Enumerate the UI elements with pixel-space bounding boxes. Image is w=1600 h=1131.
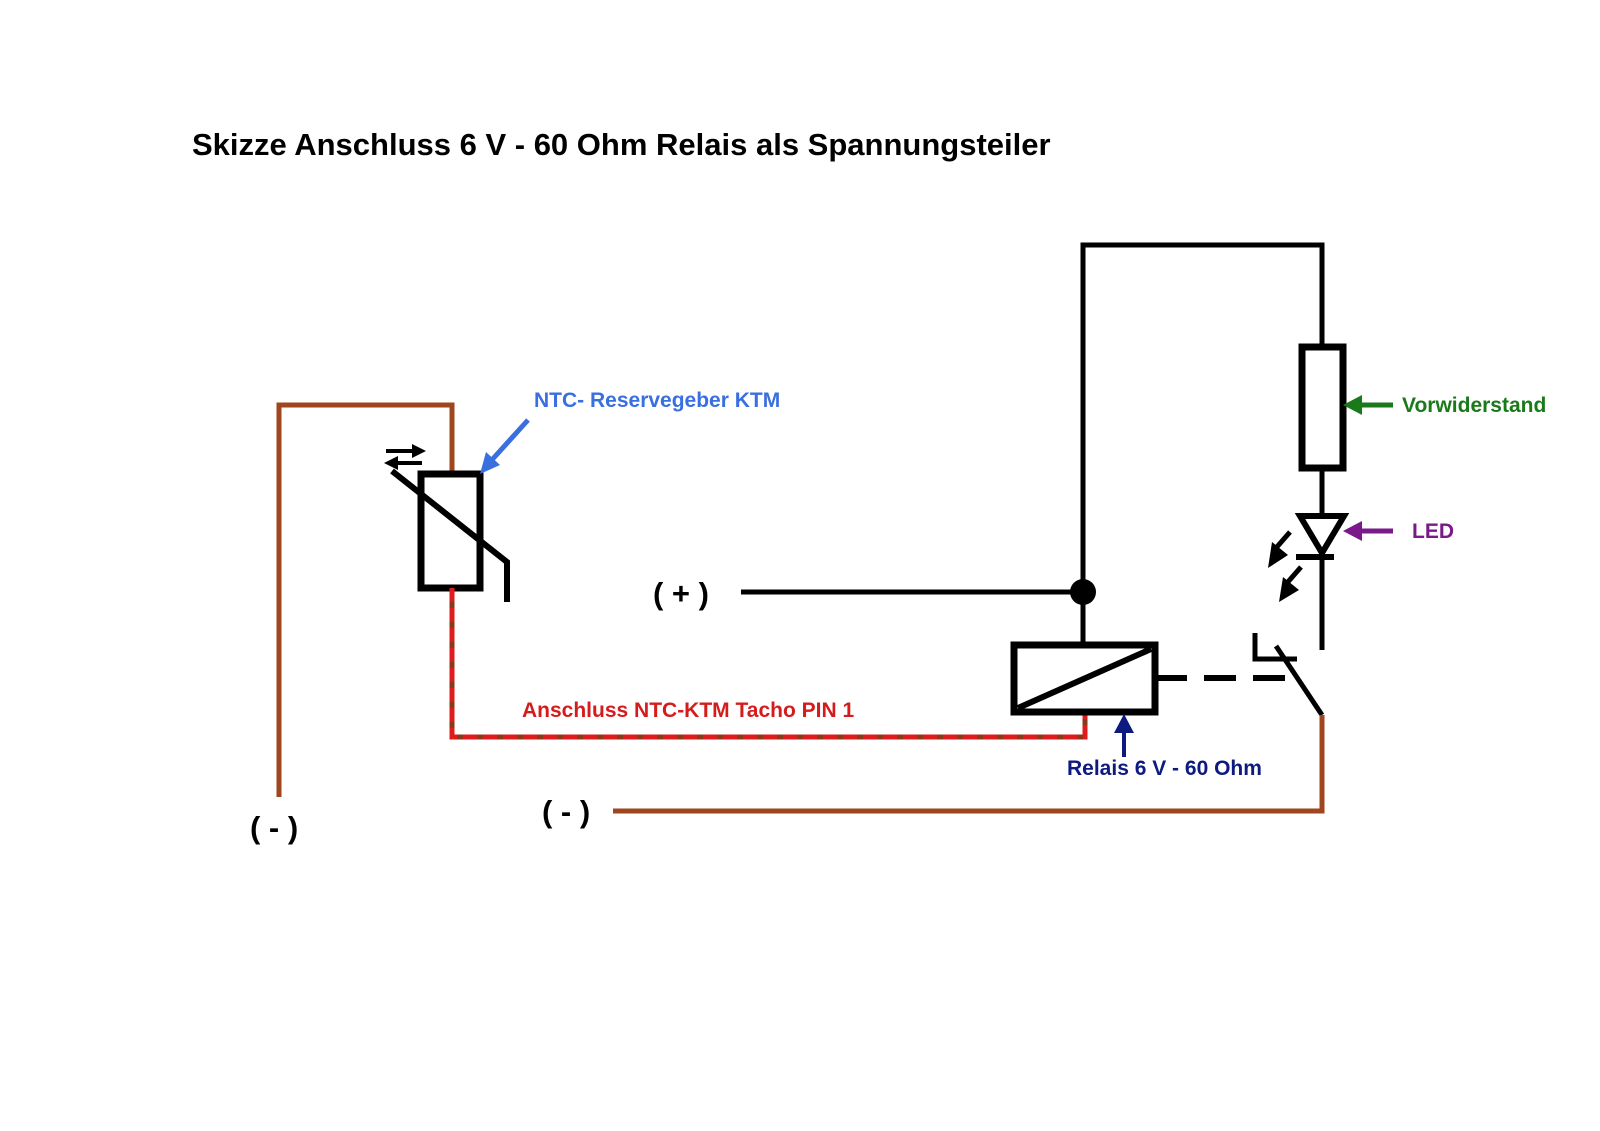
relay-switch-contact [1252,633,1325,717]
plus-terminal: ( + ) [653,576,709,611]
bidirectional-arrows-icon [384,444,426,470]
relay-label: Relais 6 V - 60 Ohm [1067,757,1262,780]
signal-wire-tacho-overlay [449,588,1088,740]
resistor-pointer-arrow-icon [1343,395,1393,415]
relay-pointer-arrow-icon [1114,714,1134,757]
relay-coil [1010,641,1159,716]
minus-terminal-left: ( - ) [250,810,298,845]
minus-terminal-right: ( - ) [542,794,590,829]
led-pointer-arrow-icon [1343,521,1393,541]
resistor-vorwiderstand [1298,343,1347,472]
ground-wire-left [276,402,455,797]
ntc-pointer-arrow-icon [480,418,530,474]
page-title: Skizze Anschluss 6 V - 60 Ohm Relais als… [192,127,1051,162]
tacho-label: Anschluss NTC-KTM Tacho PIN 1 [522,699,854,722]
light-emission-arrows-icon [1268,530,1303,602]
ntc-label: NTC- Reservegeber KTM [534,389,780,412]
ground-wire-right [613,715,1325,814]
led [1268,513,1350,650]
supply-wire-top [1080,242,1325,645]
resistor-label: Vorwiderstand [1402,394,1546,417]
led-label: LED [1412,520,1454,543]
